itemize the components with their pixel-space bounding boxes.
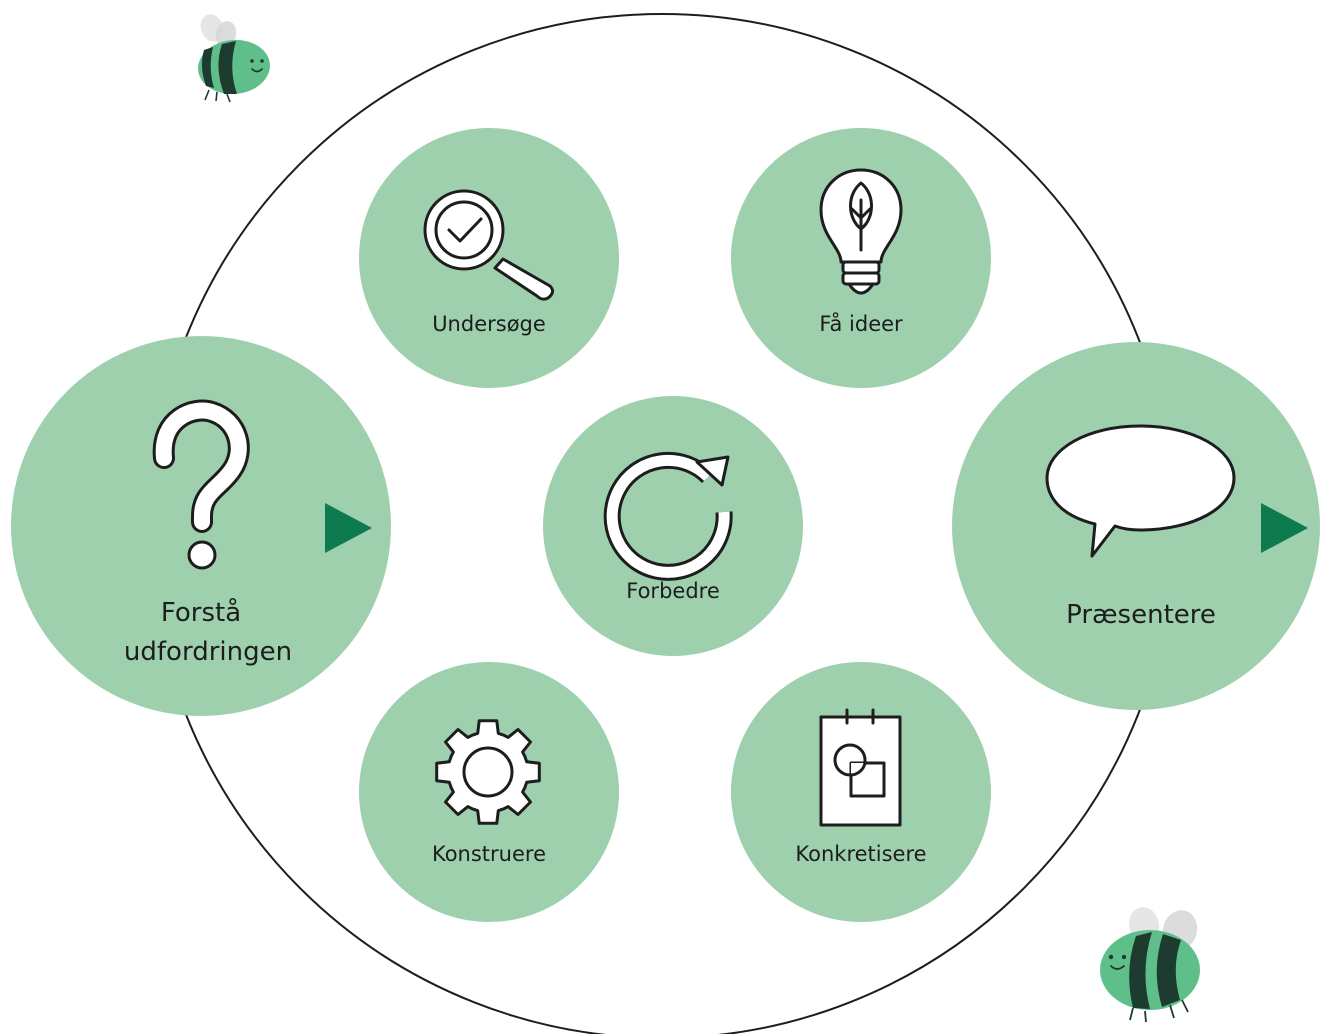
step-concretize: Konkretisere bbox=[731, 662, 991, 922]
bee-icon bbox=[198, 14, 270, 103]
step-understand-label-line2: udfordringen bbox=[124, 637, 292, 667]
question-mark-icon bbox=[152, 399, 250, 570]
gear-icon bbox=[435, 719, 541, 825]
step-improve-circle bbox=[543, 396, 803, 656]
step-understand-label-line1: Forstå bbox=[161, 597, 241, 628]
play-arrow-icon bbox=[325, 503, 372, 553]
step-investigate: Undersøge bbox=[359, 128, 619, 388]
play-arrow-icon bbox=[1261, 503, 1308, 553]
bee-icon bbox=[1100, 907, 1200, 1023]
step-improve-label: Forbedre bbox=[626, 579, 720, 603]
refresh-arrow-icon bbox=[603, 451, 733, 581]
sketchpad-shapes-icon bbox=[819, 708, 902, 827]
step-present-label: Præsentere bbox=[1066, 600, 1216, 630]
lightbulb-leaf-icon bbox=[819, 168, 903, 295]
step-concretize-label: Konkretisere bbox=[795, 842, 926, 866]
speech-bubble-icon bbox=[1045, 424, 1236, 558]
step-ideas-label: Få ideer bbox=[819, 311, 903, 336]
step-improve: Forbedre bbox=[543, 396, 803, 656]
step-present: Præsentere bbox=[952, 342, 1320, 710]
magnifier-check-icon bbox=[423, 189, 555, 301]
step-understand: Forstå udfordringen bbox=[11, 336, 391, 716]
step-construct-label: Konstruere bbox=[432, 842, 546, 866]
step-ideas: Få ideer bbox=[731, 128, 991, 388]
step-investigate-label: Undersøge bbox=[432, 312, 546, 336]
step-construct: Konstruere bbox=[359, 662, 619, 922]
